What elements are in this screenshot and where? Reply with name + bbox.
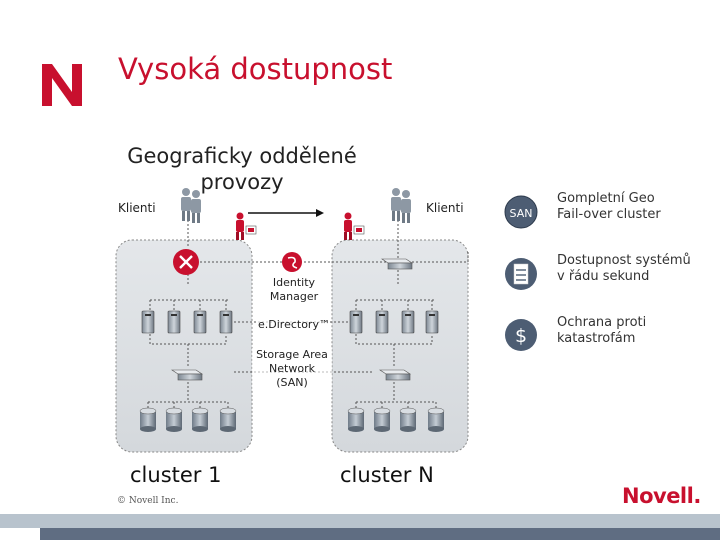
client-person-icon — [391, 188, 401, 221]
identity-manager-label: Identity Manager — [269, 276, 319, 303]
dollar-icon-label: $ — [515, 325, 527, 347]
cluster-n-panel — [331, 239, 469, 453]
client-workstation-icon — [235, 212, 257, 241]
server-icon — [219, 310, 233, 334]
client-workstation-icon — [343, 212, 365, 241]
footer-bar-light — [0, 514, 720, 528]
legend-disaster-protection: Ochrana proti katastrofám — [557, 315, 647, 346]
edirectory-label: e.Directory™ — [258, 318, 330, 332]
legend-availability: Dostupnost systémů v řádu sekund — [557, 253, 691, 284]
client-person-icon — [401, 190, 411, 223]
legend-geo-failover: Gompletní Geo Fail-over cluster — [557, 191, 661, 222]
copyright-text: © Novell Inc. — [117, 496, 179, 506]
client-person-icon — [181, 188, 191, 221]
server-icon — [425, 310, 439, 334]
arrow-head-icon — [316, 209, 324, 217]
diagram-subtitle: Geograficky oddělené provozy — [127, 144, 357, 194]
footer-bar-dark — [40, 528, 720, 540]
storage-disk-icon — [427, 407, 445, 433]
san-icon — [505, 196, 537, 228]
clients-right-label: Klienti — [426, 201, 464, 215]
page-title: Vysoká dostupnost — [118, 52, 393, 86]
dollar-icon — [505, 319, 537, 351]
server-icon — [141, 310, 155, 334]
storage-disk-icon — [219, 407, 237, 433]
identity-manager-icon — [282, 252, 302, 272]
cluster-1-label: cluster 1 — [130, 463, 222, 487]
storage-disk-icon — [139, 407, 157, 433]
server-icon — [349, 310, 363, 334]
san-icon-label: SAN — [510, 207, 533, 220]
novell-n-logo — [42, 64, 82, 106]
storage-disk-icon — [165, 407, 183, 433]
storage-disk-icon — [399, 407, 417, 433]
storage-disk-icon — [347, 407, 365, 433]
storage-disk-icon — [373, 407, 391, 433]
storage-area-network-label: Storage Area Network (SAN) — [252, 348, 332, 390]
clients-left-label: Klienti — [118, 201, 156, 215]
storage-disk-icon — [191, 407, 209, 433]
client-person-icon — [191, 190, 201, 223]
server-icon — [375, 310, 389, 334]
cluster-1-panel — [115, 239, 253, 453]
server-icon — [193, 310, 207, 334]
server-icon — [167, 310, 181, 334]
server-icon — [401, 310, 415, 334]
novell-logo: Novell. — [622, 484, 701, 508]
cluster-n-label: cluster N — [340, 463, 434, 487]
